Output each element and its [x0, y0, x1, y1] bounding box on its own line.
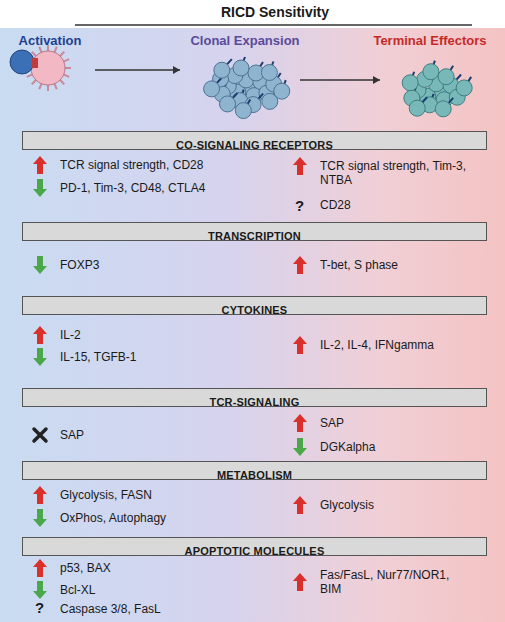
cross-mark	[34, 429, 46, 441]
decrease-arrow	[33, 256, 47, 274]
increase-arrow	[33, 326, 47, 344]
section-header: METABOLISM	[22, 461, 487, 480]
stage-arrow	[300, 79, 380, 81]
row-label: DGKalpha	[320, 440, 375, 454]
stage-label: Clonal Expansion	[190, 33, 299, 49]
decrease-arrow	[33, 348, 47, 366]
cell	[423, 64, 439, 80]
t-cell	[10, 50, 34, 74]
section-header: CYTOKINES	[22, 296, 487, 315]
section-header: APOPTOTIC MOLECULES	[22, 537, 487, 556]
stage-arrow	[95, 69, 180, 71]
stage-label: Activation	[19, 33, 82, 49]
row-label: Fas/FasL, Nur77/NOR1, BIM	[320, 568, 465, 597]
section-title: CYTOKINES	[222, 304, 288, 316]
cell	[409, 100, 425, 116]
decrease-arrow	[293, 438, 307, 456]
section-title: CO-SIGNALING RECEPTORS	[176, 139, 333, 151]
decrease-arrow	[33, 581, 47, 599]
increase-arrow	[33, 486, 47, 504]
cell	[402, 75, 418, 91]
cell	[204, 81, 220, 97]
row-label: OxPhos, Autophagy	[60, 511, 166, 525]
gradient-ground	[0, 28, 505, 622]
title-rule	[75, 24, 472, 26]
row-label: TCR signal strength, Tim-3, NTBA	[320, 159, 490, 188]
increase-arrow	[293, 573, 307, 591]
increase-arrow	[293, 414, 307, 432]
section-title: TCR-SIGNALING	[210, 396, 300, 408]
stage-arrowhead	[173, 66, 180, 74]
cell	[235, 103, 251, 119]
increase-arrow	[33, 156, 47, 174]
row-label: Glycolysis, FASN	[60, 488, 152, 502]
row-label: Caspase 3/8, FasL	[60, 602, 161, 616]
row-label: IL-15, TGFB-1	[60, 350, 136, 364]
stage-arrowhead	[373, 76, 380, 84]
row-label: IL-2	[60, 328, 81, 342]
cell	[438, 69, 454, 85]
row-label: T-bet, S phase	[320, 258, 398, 272]
cell	[261, 64, 277, 80]
row-label: Glycolysis	[320, 498, 374, 512]
row-label: SAP	[320, 416, 344, 430]
unknown-mark: ?	[35, 599, 44, 617]
row-label: Bcl-XL	[60, 583, 95, 597]
expanding-clone	[204, 57, 290, 119]
increase-arrow	[33, 559, 47, 577]
cross-stroke	[34, 429, 46, 441]
cell-illustration	[10, 45, 472, 119]
cell	[274, 83, 290, 99]
section-header: TCR-SIGNALING	[22, 388, 487, 407]
cell	[233, 60, 249, 76]
section-header: CO-SIGNALING RECEPTORS	[22, 131, 487, 150]
section-header: TRANSCRIPTION	[22, 222, 487, 241]
stage-label: Terminal Effectors	[373, 33, 486, 49]
apc-body	[31, 51, 65, 85]
unknown-mark: ?	[295, 197, 304, 215]
increase-arrow	[293, 496, 307, 514]
decrease-arrow	[33, 179, 47, 197]
tcr-contact	[32, 58, 38, 68]
row-label: FOXP3	[60, 258, 99, 272]
row-label: IL-2, IL-4, IFNgamma	[320, 338, 434, 352]
cell	[456, 80, 472, 96]
row-label: PD-1, Tim-3, CD48, CTLA4	[60, 181, 205, 195]
cell	[214, 62, 230, 78]
cell	[219, 96, 235, 112]
increase-arrow	[293, 336, 307, 354]
row-label: p53, BAX	[60, 561, 111, 575]
increase-arrow	[293, 256, 307, 274]
cell	[435, 101, 451, 117]
section-title: TRANSCRIPTION	[208, 230, 301, 242]
section-title: METABOLISM	[217, 469, 292, 481]
decrease-arrow	[33, 509, 47, 527]
increase-arrow	[293, 157, 307, 175]
section-title: APOPTOTIC MOLECULES	[185, 545, 325, 557]
row-label: TCR signal strength, CD28	[60, 158, 203, 172]
row-label: SAP	[60, 428, 84, 442]
title: RICD Sensitivity	[221, 4, 329, 21]
effector-cells	[402, 61, 472, 117]
row-label: CD28	[320, 198, 351, 212]
